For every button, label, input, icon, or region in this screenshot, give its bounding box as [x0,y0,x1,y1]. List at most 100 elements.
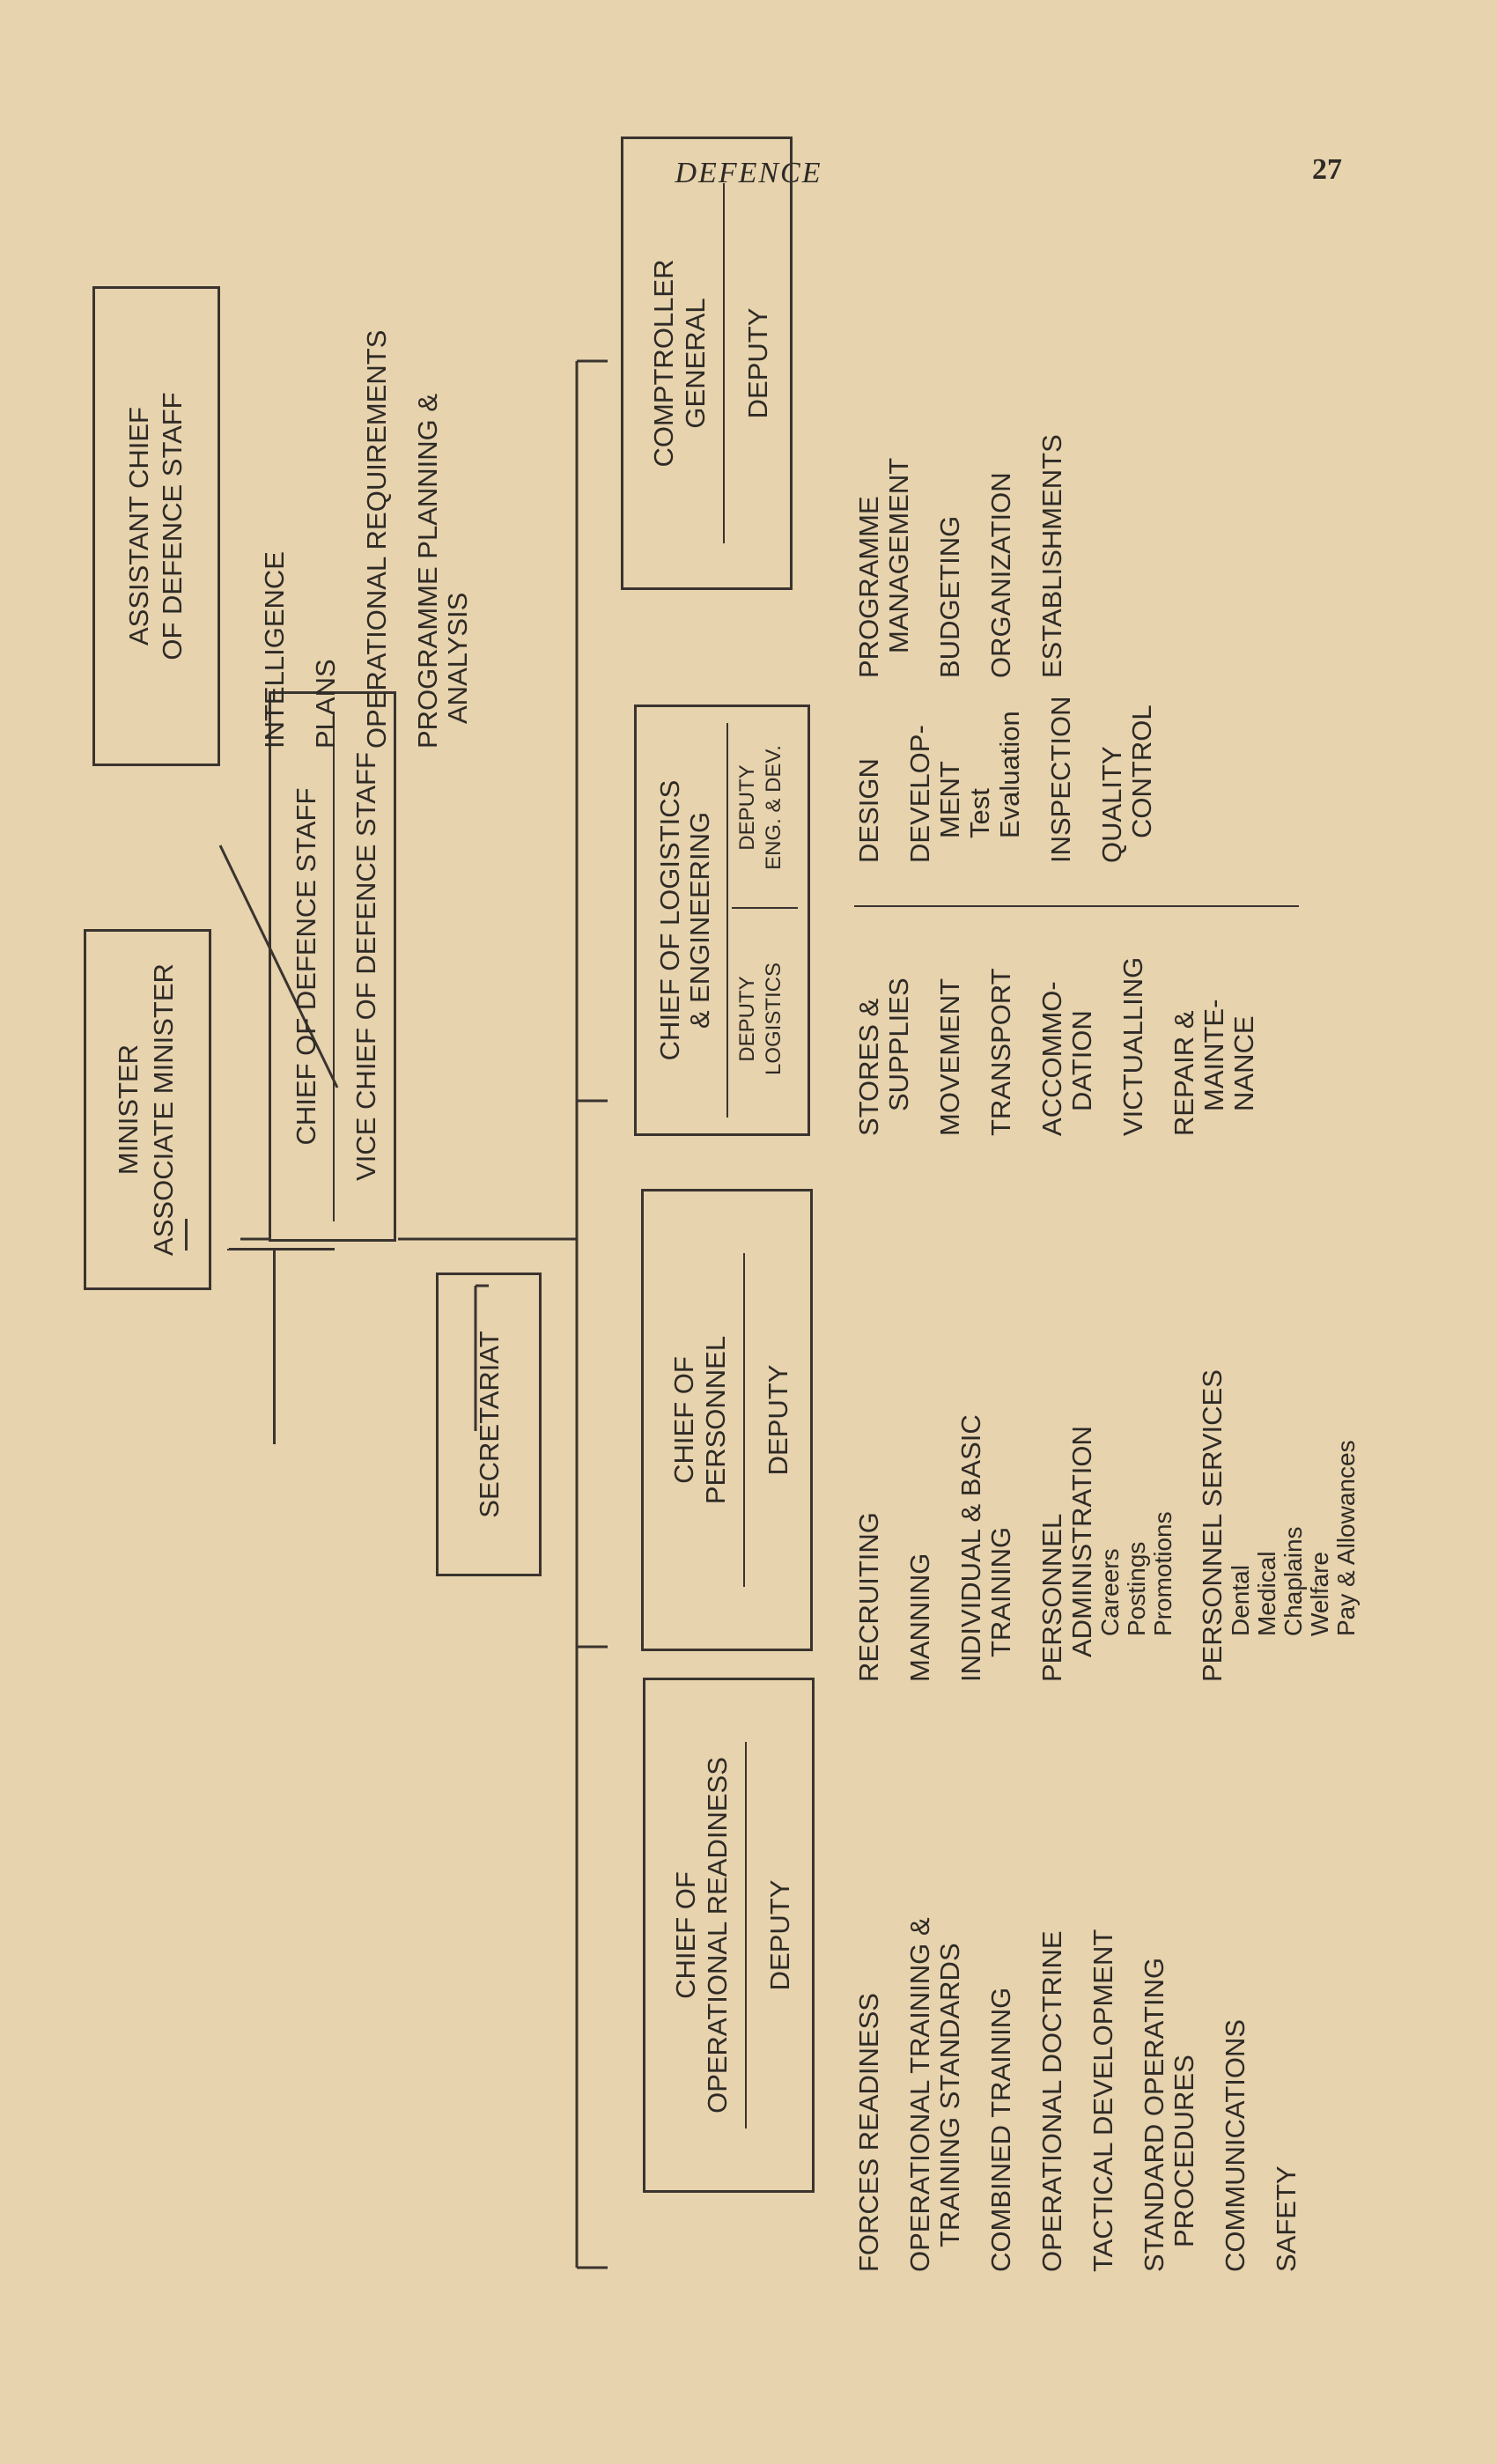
personnel-chief-label: CHIEF OF [668,1356,699,1484]
operational-list: FORCES READINESS OPERATIONAL TRAINING & … [853,1917,1323,2272]
list-item: ADMINISTRATION [1066,1426,1097,1657]
logistics-list-right: DESIGN DEVELOP- MENT Test Evaluation INS… [853,696,1157,863]
connector-svg [218,359,608,2269]
personnel-label: PERSONNEL [700,1335,731,1505]
associate-minister-label: ASSOCIATE MINISTER [148,963,179,1256]
list-item: MOVEMENT [934,977,965,1136]
operational-divider [745,1742,747,2128]
list-item: Careers [1096,1548,1124,1636]
deputy-logistics-label-1: DEPUTY [735,976,759,1062]
list-item: TRAINING [985,1526,1016,1657]
personnel-list: RECRUITING MANNING INDIVIDUAL & BASIC TR… [853,1369,1360,1682]
minister-box: MINISTER ASSOCIATE MINISTER [84,929,211,1290]
list-item: DEVELOP- [904,725,935,863]
list-item: NANCE [1228,1015,1259,1111]
list-item: PROCEDURES [1169,2055,1199,2247]
list-item: PROGRAMME [853,496,884,678]
logistics-list-divider [854,905,1299,907]
list-item: PERSONNEL SERVICES [1197,1369,1228,1682]
list-item: INSPECTION [1045,696,1076,863]
deputy-eng-label-1: DEPUTY [735,764,759,851]
list-item: Promotions [1149,1511,1176,1636]
deputy-eng-label-2: ENG. & DEV. [762,745,785,870]
list-item: CONTROL [1126,705,1157,838]
org-chart: MINISTER ASSOCIATE MINISTER ASSISTANT CH… [62,136,1488,2369]
operational-readiness-box: CHIEF OF OPERATIONAL READINESS DEPUTY [643,1678,815,2193]
logistics-engineering-label: & ENGINEERING [684,811,715,1029]
personnel-box: CHIEF OF PERSONNEL DEPUTY [641,1189,813,1651]
list-item: FORCES READINESS [853,1993,884,2272]
list-item: MAINTE- [1198,999,1229,1111]
list-item: REPAIR & [1169,1010,1199,1136]
chief-defence-staff-box: CHIEF OF DEFENCE STAFF VICE CHIEF OF DEF… [269,691,396,1242]
list-item: QUALITY [1096,746,1127,863]
comptroller-label: COMPTROLLER [648,259,679,468]
list-item: Pay & Allowances [1332,1440,1360,1636]
list-item: SAFETY [1271,2165,1302,2272]
list-item: RECRUITING [853,1512,884,1682]
list-item: OPERATIONAL REQUIREMENTS [361,329,392,749]
list-item: MANAGEMENT [883,457,914,653]
comptroller-divider [723,183,725,543]
list-item: TRANSPORT [985,968,1016,1136]
comptroller-general-label: GENERAL [680,298,711,429]
personnel-divider [743,1253,745,1587]
list-item: BUDGETING [934,515,965,678]
list-item: PROGRAMME PLANNING & [412,393,443,749]
operational-chief-label: CHIEF OF [670,1871,701,1999]
list-item: Dental [1227,1565,1254,1636]
assistant-chief-label: ASSISTANT CHIEF [123,407,154,646]
assistant-chief-label-2: OF DEFENCE STAFF [157,392,188,660]
assistant-list: INTELLIGENCE PLANS OPERATIONAL REQUIREME… [259,329,473,749]
list-item: ANALYSIS [442,592,473,724]
minister-label: MINISTER [113,1044,144,1176]
list-item: MANNING [904,1553,935,1682]
list-item: ACCOMMO- [1036,981,1067,1136]
logistics-deputy-divider [732,907,798,909]
cds-divider [333,712,335,1221]
list-item: VICTUALLING [1117,956,1148,1136]
page-number: 27 [1312,153,1342,186]
list-item: PERSONNEL [1036,1513,1067,1682]
list-item: Postings [1123,1541,1150,1636]
list-item: Chaplains [1279,1526,1307,1636]
logistics-list-left: STORES & SUPPLIES MOVEMENT TRANSPORT ACC… [853,956,1259,1136]
assistant-chief-box: ASSISTANT CHIEF OF DEFENCE STAFF [92,286,220,766]
list-item: DATION [1066,1010,1097,1111]
list-item: INDIVIDUAL & BASIC [955,1414,986,1682]
list-item: TACTICAL DEVELOPMENT [1088,1929,1118,2272]
line-cds-assistant [218,845,339,1088]
cds-label: CHIEF OF DEFENCE STAFF [291,787,321,1146]
list-item: Welfare [1306,1552,1333,1636]
page-header-title: DEFENCE [675,157,822,189]
list-item: OPERATIONAL TRAINING & [904,1917,935,2272]
secretariat-box: SECRETARIAT [436,1273,542,1576]
vcds-label: VICE CHIEF OF DEFENCE STAFF [350,752,381,1181]
list-item: TRAINING STANDARDS [934,1943,965,2247]
list-item: PLANS [310,659,341,749]
logistics-divider [726,723,728,1118]
logistics-chief-label: CHIEF OF LOGISTICS [654,779,685,1061]
operational-deputy-label: DEPUTY [764,1879,795,1991]
personnel-deputy-label: DEPUTY [763,1364,793,1476]
operational-readiness-label: OPERATIONAL READINESS [702,1757,733,2114]
logistics-engineering-box: CHIEF OF LOGISTICS & ENGINEERING DEPUTY … [634,705,810,1136]
comptroller-list: PROGRAMME MANAGEMENT BUDGETING ORGANIZAT… [853,434,1088,678]
list-item: Medical [1253,1551,1280,1636]
list-item: STORES & [853,998,884,1136]
comptroller-general-box: COMPTROLLER GENERAL DEPUTY [621,136,793,590]
secretariat-label: SECRETARIAT [474,1331,505,1518]
list-item: ORGANIZATION [985,472,1016,678]
list-item: COMMUNICATIONS [1220,2018,1250,2272]
list-item: Evaluation [994,711,1025,838]
list-item: SUPPLIES [883,977,914,1111]
list-item: INTELLIGENCE [259,551,290,749]
list-item: STANDARD OPERATING [1139,1957,1169,2272]
list-item: Test [964,788,995,838]
list-item: OPERATIONAL DOCTRINE [1036,1930,1067,2272]
list-item: COMBINED TRAINING [985,1987,1016,2272]
list-item: MENT [934,761,965,838]
list-item: ESTABLISHMENTS [1036,434,1067,678]
comptroller-deputy-label: DEPUTY [742,307,773,419]
list-item: DESIGN [853,758,884,863]
